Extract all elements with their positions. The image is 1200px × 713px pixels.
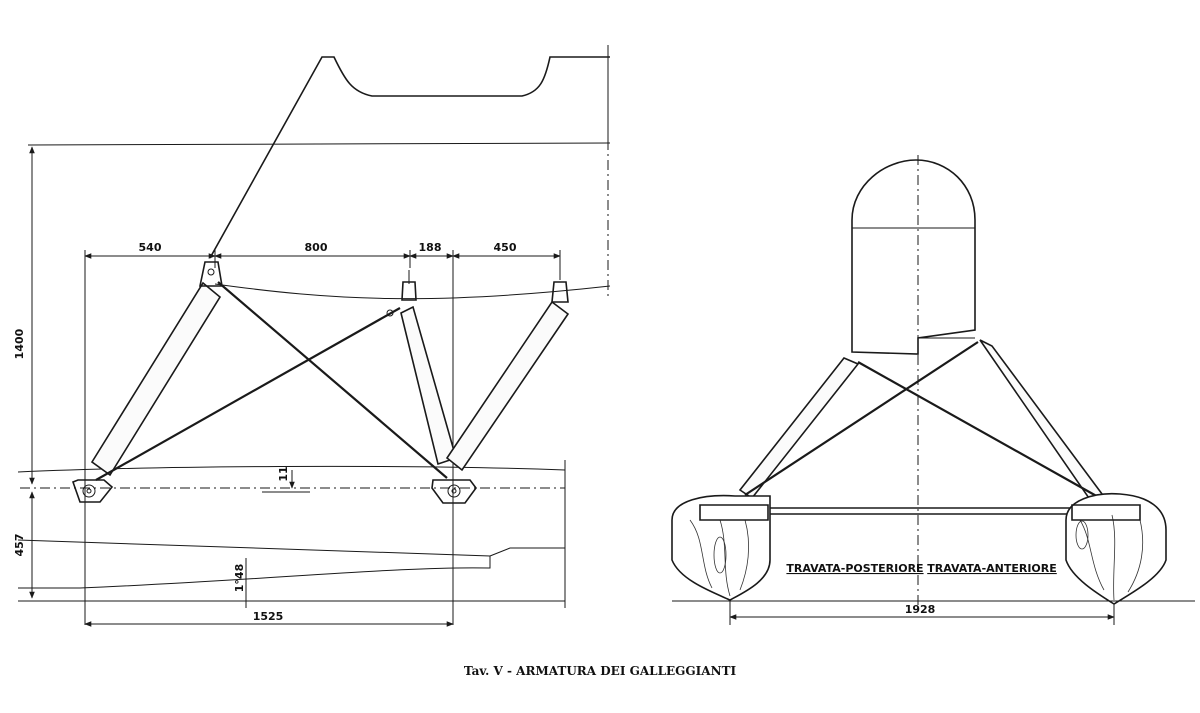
float-right-fitting	[1071, 504, 1141, 521]
turnbuckle	[386, 309, 394, 317]
lower-fitting-rear-bolt	[447, 484, 461, 498]
upper-fitting-mid	[401, 281, 417, 301]
dim-450: 450	[494, 241, 517, 254]
float-left-knot	[713, 536, 727, 574]
strut-front-left	[90, 281, 222, 477]
label-rear-truss: TRAVATA-POSTERIORE	[786, 562, 923, 575]
side-view: 1400 457 11 1°48 540 800 188 450 1525	[13, 45, 611, 627]
fuselage-outline	[209, 56, 610, 259]
dim-1525: 1525	[253, 610, 284, 623]
front-view: 1928 TRAVATA-POSTERIORE TRAVATA-ANTERIOR…	[671, 155, 1195, 625]
float-left-grain-3	[739, 519, 749, 591]
strut-left	[738, 357, 860, 500]
dim-457: 457	[13, 534, 26, 557]
dim-800: 800	[305, 241, 328, 254]
float-bottom-profile	[17, 539, 491, 589]
dim-540: 540	[139, 241, 162, 254]
upper-reference-line	[27, 142, 611, 146]
lower-fitting-rear-bolt-core	[451, 488, 457, 494]
float-right-knot	[1075, 520, 1089, 550]
float-right-grain-2	[1111, 514, 1116, 601]
front-bracing-wire-1	[857, 361, 1101, 499]
float-top-line	[17, 465, 566, 473]
upper-fitting-front-bolt	[207, 268, 215, 276]
upper-fitting-rear	[551, 281, 569, 303]
strut-rear-inner	[400, 305, 457, 466]
strut-rear-outer	[445, 300, 570, 472]
dim-188: 188	[419, 241, 442, 254]
float-right	[1065, 492, 1167, 605]
upper-fitting-front	[199, 261, 223, 287]
fuselage-section	[851, 159, 976, 355]
lower-fitting-rear	[431, 479, 477, 504]
dim-148: 1°48	[233, 564, 246, 592]
dim-1400: 1400	[13, 328, 26, 359]
float-step	[489, 547, 565, 557]
float-right-grain-1	[1079, 519, 1105, 591]
strut-right	[979, 339, 1107, 506]
front-bracing-wire-2	[744, 341, 979, 496]
float-right-grain-3	[1127, 519, 1144, 593]
bracing-wire-1	[217, 281, 448, 479]
lower-fitting-front	[71, 479, 114, 503]
label-front-truss: TRAVATA-ANTERIORE	[927, 562, 1057, 575]
plate-caption: Tav. V - ARMATURA DEI GALLEGGIANTI	[464, 664, 737, 678]
dim-1928: 1928	[905, 603, 936, 616]
dim-11: 11	[277, 466, 290, 481]
lower-fitting-front-bolt-core	[86, 488, 92, 494]
wing-lower-curve	[214, 283, 611, 300]
float-left-fitting	[699, 504, 769, 521]
bracing-wire-2	[95, 307, 401, 481]
lower-fitting-front-bolt	[82, 484, 96, 498]
float-left-grain-1	[689, 519, 713, 589]
float-left-grain-2	[719, 519, 731, 597]
float-left	[671, 494, 771, 601]
